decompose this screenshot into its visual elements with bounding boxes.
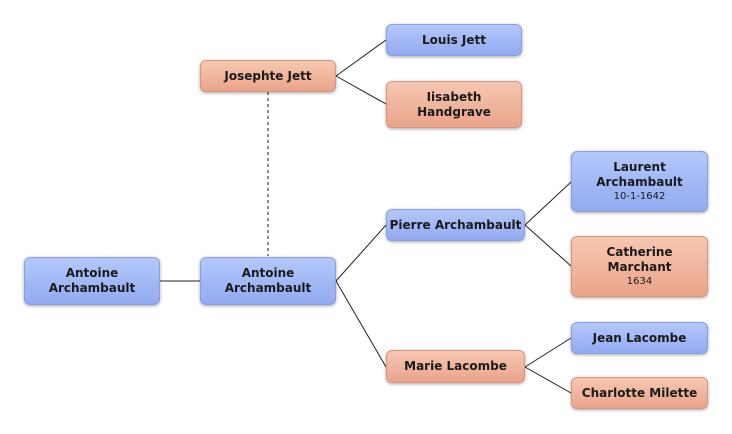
person-node-antoine-archambault[interactable]: Antoine Archambault: [200, 257, 336, 305]
person-name: Charlotte Milette: [581, 385, 698, 400]
person-date: 10-1-1642: [613, 191, 666, 202]
person-name: Laurent Archambault: [596, 160, 683, 189]
person-name: Josephte Jett: [224, 68, 312, 83]
person-name: Marie Lacombe: [404, 359, 507, 373]
person-node-catherine-marchant[interactable]: Catherine Marchant 1634: [571, 236, 708, 297]
connector-antoine-to-pierre: [335, 224, 387, 282]
person-node-iisabeth-handgrave[interactable]: Iisabeth Handgrave: [386, 81, 522, 128]
person-name: Antoine Archambault: [224, 266, 312, 295]
person-node-marie-lacombe[interactable]: Marie Lacombe: [386, 350, 525, 383]
person-name: Pierre Archambault: [389, 217, 522, 232]
connector-antoine-to-marie: [335, 280, 387, 368]
connector-josephte-to-isabeth: [335, 75, 387, 105]
person-name: Jean Lacombe: [592, 330, 687, 345]
connector-josephte-to-louis: [335, 39, 387, 77]
person-node-louis-jett[interactable]: Louis Jett: [386, 24, 522, 56]
person-node-laurent-archambault[interactable]: Laurent Archambault 10-1-1642: [571, 151, 708, 212]
person-name: Iisabeth Handgrave: [417, 89, 491, 119]
person-name: Catherine Marchant: [606, 245, 673, 274]
person-node-pierre-archambault[interactable]: Pierre Archambault: [386, 209, 525, 241]
person-name: Antoine Archambault: [48, 266, 136, 295]
person-node-antoine-archambault-root[interactable]: Antoine Archambault: [24, 257, 160, 305]
connector-pierre-to-catherine: [524, 224, 572, 267]
person-date: 1634: [626, 276, 653, 287]
person-node-jean-lacombe[interactable]: Jean Lacombe: [571, 322, 708, 354]
connector-pierre-to-laurent: [524, 181, 572, 226]
person-node-charlotte-milette[interactable]: Charlotte Milette: [571, 377, 708, 409]
connector-marie-to-charlotte: [524, 366, 572, 394]
person-name: Louis Jett: [422, 32, 486, 47]
connector-marie-to-jean: [524, 337, 572, 368]
person-node-josephte-jett[interactable]: Josephte Jett: [200, 60, 336, 92]
